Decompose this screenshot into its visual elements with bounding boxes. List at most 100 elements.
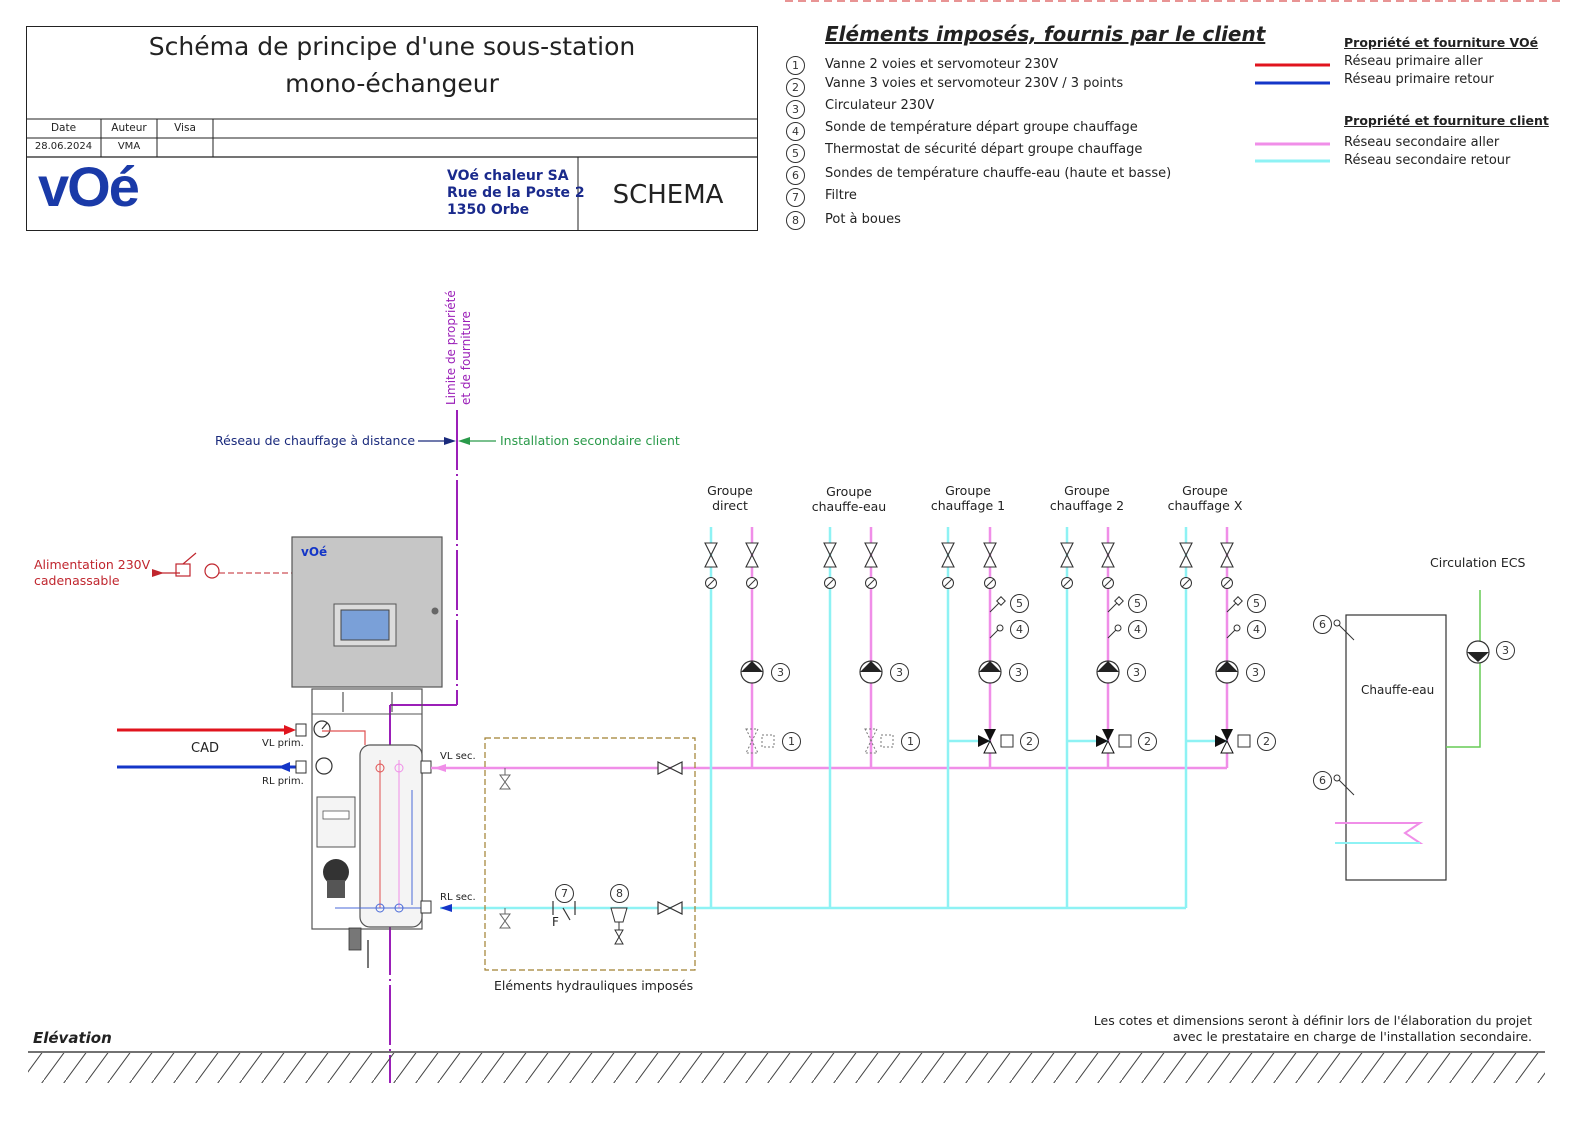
pump-tag-3-heating-2: 3 [1127, 663, 1146, 682]
riser-valve-icon [864, 542, 878, 568]
thermostat-tag-5-heating-1: 5 [1010, 594, 1029, 613]
visa-header: Visa [174, 122, 196, 134]
legend-num-3: 3 [786, 100, 805, 119]
group-heating-2-line-2: chauffage 2 [1049, 498, 1125, 513]
riser-valve-icon [983, 542, 997, 568]
group-heating-x-label: Groupe chauffage X [1155, 483, 1255, 513]
thermostat-tag-5-heating-2: 5 [1128, 594, 1147, 613]
group-dhw-line-2: chauffe-eau [811, 499, 887, 514]
group-heating-1-line-1: Groupe [945, 483, 991, 498]
pump-tag-3-dhw: 3 [890, 663, 909, 682]
mud-pot-icon [610, 907, 628, 945]
legend-num-4: 4 [786, 122, 805, 141]
thermostat-tag-5-heating-x: 5 [1247, 594, 1266, 613]
valve-tag-2-heating-2: 2 [1138, 732, 1157, 751]
elevation-label: Elévation [33, 1029, 112, 1047]
group-heating-2-line-1: Groupe [1064, 483, 1110, 498]
riser-valve-icon [941, 542, 955, 568]
heater-sensor-icon [1333, 619, 1355, 796]
secondary-return-label: Réseau secondaire retour [1344, 153, 1511, 168]
control-valve-icon [323, 859, 349, 885]
two-way-valve-icon [864, 728, 878, 754]
supply-shutoff-valve-icon [657, 761, 672, 775]
ground-hatch [28, 1053, 1545, 1083]
power-line-2: cadenassable [34, 573, 120, 588]
group-direct-line-2: direct [712, 498, 748, 513]
primary-supply-label: Réseau primaire aller [1344, 54, 1483, 69]
water-heater-label: Chauffe-eau [1361, 683, 1435, 697]
sensor-tag-4-heating-x: 4 [1247, 620, 1266, 639]
company-street: Rue de la Poste 2 [447, 185, 585, 201]
title-line-2: mono-échangeur [285, 69, 499, 98]
heat-exchanger [359, 744, 423, 928]
group-dhw-label: Groupe chauffe-eau [799, 484, 899, 514]
vl-sec-label: VL sec. [440, 751, 476, 762]
riser-valve-icon [823, 542, 837, 568]
legend-item-8: Pot à boues [825, 212, 901, 227]
thermostat-icon [1233, 596, 1243, 606]
return-shutoff-valve-icon [657, 901, 672, 915]
district-arrow-icon [444, 437, 456, 445]
author-value: VMA [117, 141, 141, 152]
legend-num-7: 7 [786, 188, 805, 207]
three-way-valve-icon [1215, 735, 1227, 747]
group-dhw-line-1: Groupe [826, 484, 872, 499]
primary-return-arrow-icon [278, 762, 290, 772]
cad-label: CAD [191, 741, 219, 756]
voe-logo: vOé [38, 155, 140, 218]
sensor-icon [996, 624, 1004, 632]
group-direct-line-1: Groupe [707, 483, 753, 498]
legend-num-6: 6 [786, 166, 805, 185]
riser-valve-icon [745, 542, 759, 568]
date-value: 28.06.2024 [34, 141, 93, 152]
valve-tag-1-dhw: 1 [901, 732, 920, 751]
valve-tag-2-heating-x: 2 [1257, 732, 1276, 751]
thermostat-icon [1114, 596, 1124, 606]
legend-num-2: 2 [786, 78, 805, 97]
three-way-valve-icon [1096, 735, 1108, 747]
heat-meter [316, 796, 356, 848]
date-header: Date [50, 122, 77, 134]
riser-valve-icon [1101, 542, 1115, 568]
sensor-icon [1233, 624, 1241, 632]
rl-prim-label: RL prim. [262, 776, 304, 787]
legend-num-8: 8 [786, 211, 805, 230]
padlock-icon [175, 563, 191, 577]
legend-num-5: 5 [786, 144, 805, 163]
company-name: VOé chaleur SA [447, 168, 569, 184]
sensor-icon [1114, 624, 1122, 632]
cabinet-logo: vOé [301, 545, 328, 559]
heater-tag-6-bottom: 6 [1313, 771, 1332, 790]
title-block [26, 26, 758, 231]
cabinet-screen [340, 609, 390, 641]
pump-tag-3-heating-x: 3 [1246, 663, 1265, 682]
mud-pot-tag-8: 8 [610, 884, 629, 903]
rl-sec-label: RL sec. [440, 892, 476, 903]
group-heating-x-line-2: chauffage X [1167, 498, 1243, 513]
group-direct-label: Groupe direct [680, 483, 780, 513]
pump-tag-3-heating-1: 3 [1009, 663, 1028, 682]
primary-return-label: Réseau primaire retour [1344, 72, 1494, 87]
valve-tag-2-heating-1: 2 [1020, 732, 1039, 751]
legend-item-2: Vanne 3 voies et servomoteur 230V / 3 po… [825, 76, 1124, 91]
client-arrow-icon [458, 437, 470, 445]
cabinet-button-icon [431, 607, 439, 615]
limit-label-line-2: et de fourniture [459, 311, 473, 405]
valve-tag-1-direct: 1 [782, 732, 801, 751]
district-network-label: Réseau de chauffage à distance [215, 433, 416, 448]
client-ownership-heading: Propriété et fourniture client [1344, 113, 1549, 128]
sensor-tag-4-heating-1: 4 [1010, 620, 1029, 639]
author-header: Auteur [111, 122, 147, 134]
legend-item-7: Filtre [825, 188, 857, 203]
legend-item-6: Sondes de température chauffe-eau (haute… [825, 166, 1172, 181]
legend-item-3: Circulateur 230V [825, 98, 935, 113]
company-address: VOé chaleur SA Rue de la Poste 2 1350 Or… [447, 168, 585, 219]
group-heating-x-line-1: Groupe [1182, 483, 1228, 498]
drawing-title: Schéma de principe d'une sous-station mo… [26, 28, 758, 102]
manometer-icon [315, 757, 333, 775]
power-line-1: Alimentation 230V [34, 557, 151, 572]
company-city: 1350 Orbe [447, 202, 530, 218]
group-heating-2-label: Groupe chauffage 2 [1037, 483, 1137, 513]
limit-label-line-1: Limite de propriété [444, 290, 458, 405]
